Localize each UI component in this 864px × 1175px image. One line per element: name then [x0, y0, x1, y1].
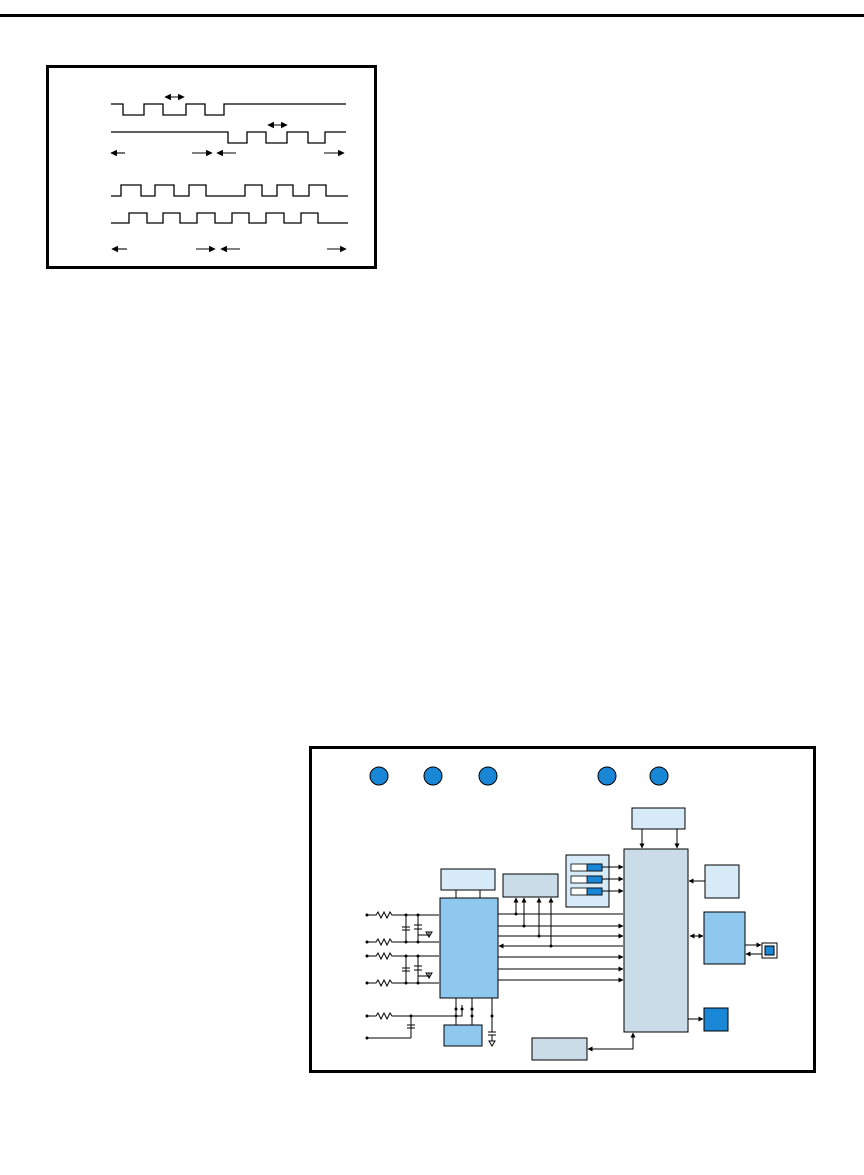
timing-diagram	[110, 93, 348, 253]
status-block	[703, 1007, 729, 1032]
block-diagram-panel	[309, 746, 816, 1073]
regulator-block	[443, 1024, 483, 1047]
input-channel-2	[367, 937, 439, 947]
input-channel-3	[367, 951, 439, 961]
bottom-block	[531, 1037, 588, 1061]
waveform-3	[111, 184, 348, 197]
small-top-right-block	[704, 864, 740, 899]
interface-block	[703, 911, 746, 965]
timing-diagram-panel	[46, 65, 377, 269]
waveform-2	[111, 131, 346, 144]
marker-circle-4	[597, 766, 617, 786]
block-diagram	[365, 766, 778, 1061]
output-connector-inner	[764, 945, 775, 956]
marker-circle-3	[478, 766, 498, 786]
waveform-1	[111, 103, 346, 116]
top-right-block	[631, 807, 686, 830]
marker-circle-5	[649, 766, 669, 786]
marker-circle-2	[423, 766, 443, 786]
adc-block	[439, 897, 499, 999]
input-channel-4	[367, 978, 439, 988]
input-channel-5	[367, 1005, 463, 1021]
reference-block	[440, 868, 496, 891]
input-channel-1	[367, 910, 439, 920]
mux-block	[502, 873, 559, 898]
top-rule	[0, 14, 864, 17]
marker-circle-1	[369, 766, 389, 786]
main-processor-block	[623, 848, 689, 1033]
waveform-4	[111, 212, 348, 224]
